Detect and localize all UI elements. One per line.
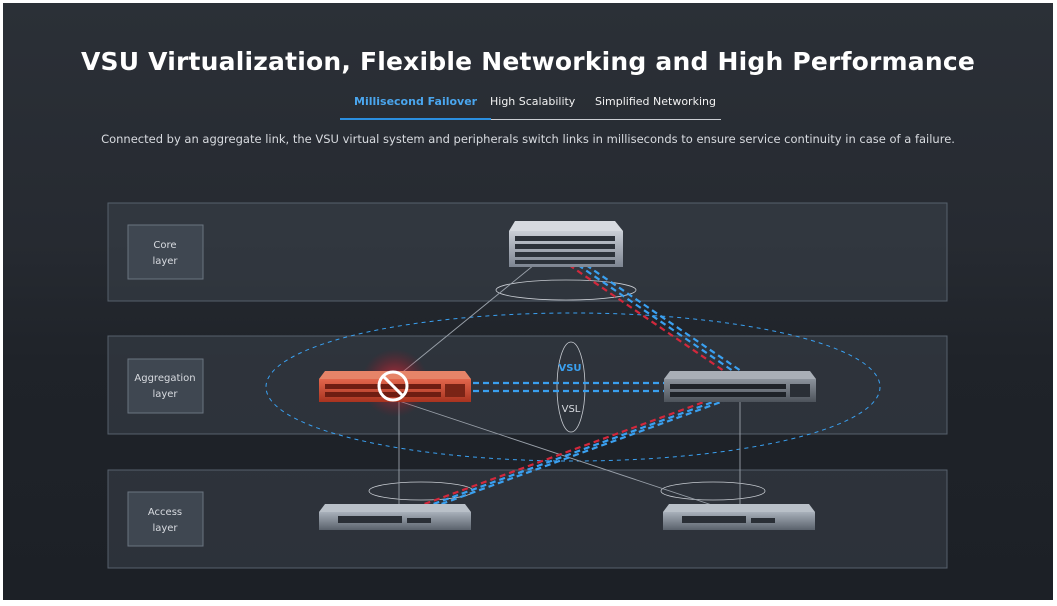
access-right-aggregate-ellipse bbox=[660, 481, 766, 501]
core-layer-label: Core layer bbox=[127, 224, 204, 280]
physical-links bbox=[398, 264, 741, 507]
svg-text:layer: layer bbox=[152, 523, 178, 534]
vsl-label: VSL bbox=[562, 404, 581, 415]
svg-text:layer: layer bbox=[152, 256, 178, 267]
active-links bbox=[418, 264, 742, 508]
diagram-frame: VSU Virtualization, Flexible Networking … bbox=[3, 3, 1053, 600]
core-aggregate-ellipse bbox=[495, 279, 637, 301]
vsl-ellipse bbox=[556, 341, 586, 433]
access-layer-label: Access layer bbox=[127, 491, 204, 547]
core-switch[interactable] bbox=[509, 221, 623, 267]
tab-millisecond-failover[interactable]: Millisecond Failover bbox=[339, 91, 492, 120]
network-diagram: Core layer Aggregation layer Access laye… bbox=[107, 202, 948, 569]
svg-text:Aggregation: Aggregation bbox=[134, 373, 195, 384]
access-switch-left[interactable] bbox=[319, 504, 471, 530]
svg-text:Core: Core bbox=[153, 240, 176, 251]
svg-text:Access: Access bbox=[148, 507, 182, 518]
tab-description: Connected by an aggregate link, the VSU … bbox=[101, 132, 955, 146]
access-left-aggregate-ellipse bbox=[368, 481, 474, 501]
access-switch-right[interactable] bbox=[663, 504, 815, 530]
svg-text:layer: layer bbox=[152, 389, 178, 400]
aggregation-layer-panel bbox=[107, 335, 948, 435]
page-title: VSU Virtualization, Flexible Networking … bbox=[80, 47, 976, 76]
aggregation-switch-active[interactable] bbox=[664, 371, 816, 402]
tab-bar: Millisecond Failover High Scalability Si… bbox=[339, 91, 721, 120]
aggregation-layer-label: Aggregation layer bbox=[127, 358, 204, 414]
tab-high-scalability[interactable]: High Scalability bbox=[490, 95, 576, 108]
vsu-label: VSU bbox=[558, 363, 581, 374]
access-layer-panel bbox=[107, 469, 948, 569]
vsu-boundary bbox=[265, 312, 881, 462]
failure-prohibited-icon bbox=[377, 370, 409, 402]
tab-simplified-networking[interactable]: Simplified Networking bbox=[595, 95, 716, 108]
